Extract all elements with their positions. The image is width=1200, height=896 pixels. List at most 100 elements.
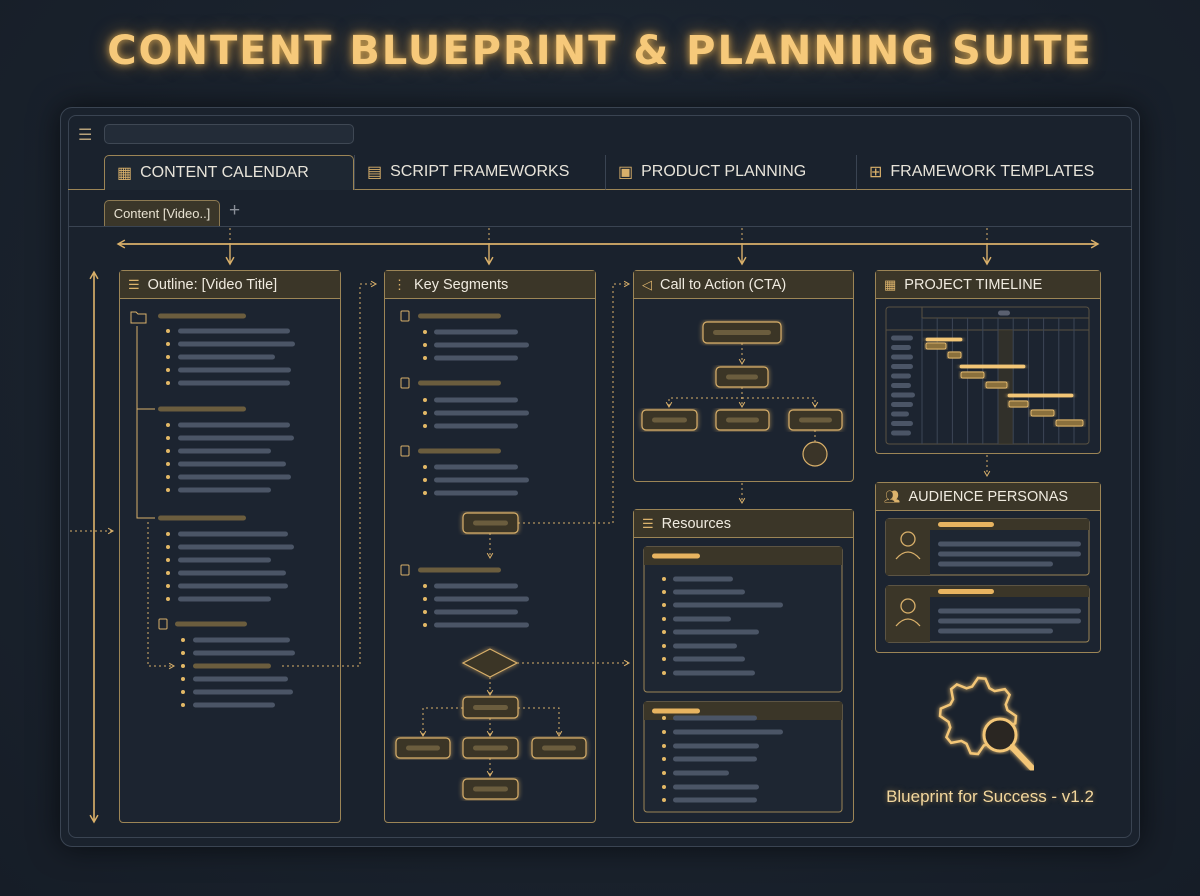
users-icon: 👥︎ (884, 488, 901, 504)
gantt-row-label (891, 392, 915, 398)
placeholder-line (673, 784, 759, 790)
placeholder-line (938, 608, 1081, 614)
placeholder-line (673, 629, 759, 635)
placeholder-line (434, 342, 529, 348)
bullet-dot (423, 465, 427, 469)
bullet-dot (662, 744, 666, 748)
gantt-row-label (891, 335, 913, 341)
bullet-dot (423, 424, 427, 428)
bullet-dot (181, 664, 185, 668)
placeholder-heading (158, 313, 246, 319)
placeholder-line (938, 618, 1081, 624)
placeholder-line (673, 770, 729, 776)
placeholder-line (178, 531, 288, 537)
bullet-dot (423, 623, 427, 627)
bullet-dot (662, 644, 666, 648)
placeholder-line (178, 367, 291, 373)
document-icon (400, 377, 410, 389)
placeholder-line (673, 602, 783, 608)
gantt-row-label (891, 430, 911, 436)
bullet-dot (166, 436, 170, 440)
dotted-arrow (147, 522, 176, 670)
tab-baseline (68, 189, 104, 190)
placeholder-line (673, 797, 757, 803)
user-avatar-icon (900, 531, 916, 547)
placeholder-line (673, 729, 783, 735)
tab-label: CONTENT CALENDAR (140, 164, 309, 181)
bullet-dot (662, 577, 666, 581)
bullet-dot (166, 342, 170, 346)
placeholder-line (178, 487, 271, 493)
node-label-line (473, 745, 508, 751)
panel-title: Outline: [Video Title] (147, 276, 278, 293)
placeholder-line (434, 583, 518, 589)
document-icon (158, 618, 168, 630)
gantt-task-bar (960, 371, 985, 379)
tab-content-calendar[interactable]: ▦ CONTENT CALENDAR (104, 155, 354, 190)
placeholder-line (434, 397, 518, 403)
dotted-arrow (665, 387, 743, 409)
bullet-dot (662, 757, 666, 761)
placeholder-line (178, 570, 286, 576)
tab-product-planning[interactable]: ▣PRODUCT PLANNING (605, 155, 856, 190)
placeholder-line (178, 435, 294, 441)
tab-framework-templates[interactable]: ⊞FRAMEWORK TEMPLATES (856, 155, 1132, 190)
calendar-icon: ▦ (117, 165, 133, 182)
gantt-row-label (891, 364, 913, 369)
search-input[interactable] (104, 124, 354, 144)
placeholder-line (193, 663, 271, 669)
bullet-dot (166, 584, 170, 588)
end-node (802, 441, 828, 467)
placeholder-line (673, 576, 733, 582)
node-label-line (652, 417, 687, 423)
placeholder-line (673, 756, 757, 762)
bullet-dot (166, 381, 170, 385)
node-label-line (473, 520, 508, 526)
bullet-dot (166, 488, 170, 492)
bullet-dot (662, 630, 666, 634)
bullet-dot (423, 610, 427, 614)
subtab-content-video[interactable]: Content [Video..] (104, 200, 220, 226)
placeholder-line (178, 422, 290, 428)
script-icon: ▤ (367, 164, 383, 181)
bullet-dot (166, 368, 170, 372)
placeholder-line (193, 689, 293, 695)
card-title-line (652, 708, 700, 714)
dotted-arrow (742, 397, 819, 409)
dotted-arrow (518, 280, 631, 524)
list-icon: ☰ (642, 515, 654, 531)
bullet-dot (181, 651, 185, 655)
card-header (930, 519, 1089, 530)
placeholder-line (178, 596, 271, 602)
tab-script-frameworks[interactable]: ▤ SCRIPT FRAMEWORKS (354, 155, 605, 190)
document-icon (400, 564, 410, 576)
bullet-dot (166, 355, 170, 359)
placeholder-line (434, 355, 518, 361)
placeholder-line (434, 477, 529, 483)
gantt-task-bar (925, 342, 947, 350)
bullet-dot (662, 657, 666, 661)
magnifier-icon (982, 717, 1018, 753)
divider (68, 226, 1132, 227)
node-label-line (473, 786, 508, 792)
placeholder-heading (418, 448, 501, 454)
add-subtab-button[interactable]: + (229, 200, 241, 221)
bullet-dot (423, 343, 427, 347)
gantt-task-bar (947, 351, 962, 359)
placeholder-heading (158, 515, 246, 521)
node-label-line (799, 417, 832, 423)
placeholder-line (178, 341, 295, 347)
bullet-dot (423, 398, 427, 402)
bullet-dot (662, 716, 666, 720)
gantt-row-label (891, 373, 911, 379)
tab-label: SCRIPT FRAMEWORKS (390, 163, 570, 180)
gantt-row-label (891, 402, 913, 407)
hamburger-icon[interactable]: ☰ (78, 127, 93, 144)
placeholder-heading (418, 567, 501, 573)
placeholder-line (434, 490, 518, 496)
bullet-dot (166, 597, 170, 601)
panel-title: Resources (661, 515, 731, 532)
dotted-arrow (282, 280, 378, 667)
placeholder-line (178, 448, 271, 454)
bullet-dot (166, 545, 170, 549)
